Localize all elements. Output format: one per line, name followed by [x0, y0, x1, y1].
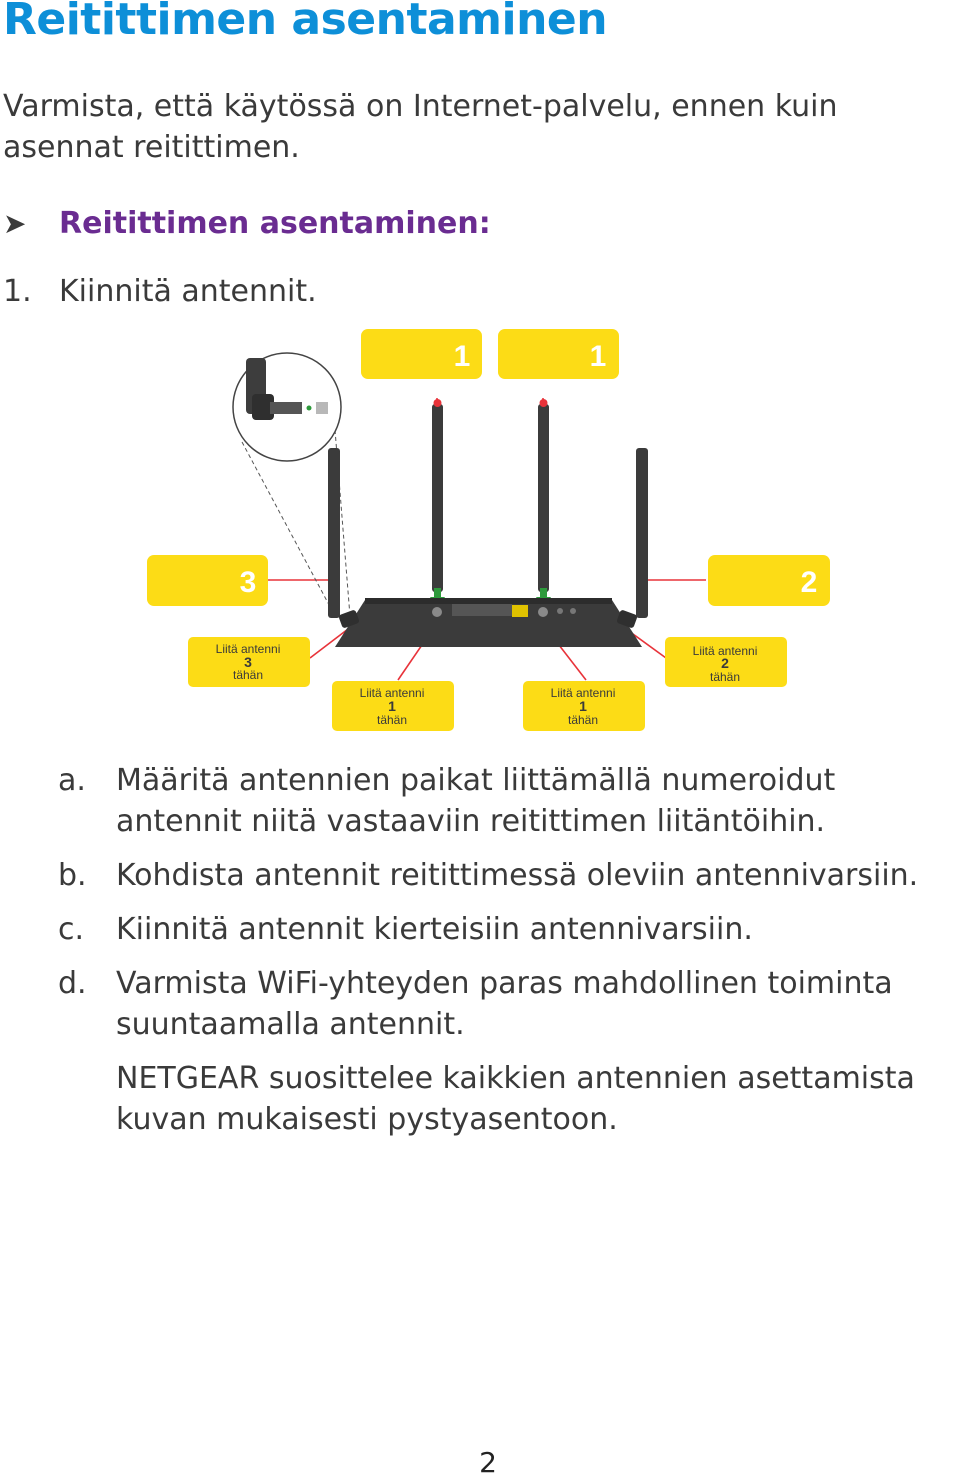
callout-left	[147, 555, 268, 606]
recommendation-note: NETGEAR suosittelee kaikkien antennien a…	[116, 1061, 915, 1137]
step-1-number: 1.	[3, 274, 32, 309]
callout-left-number: 3	[240, 566, 257, 599]
substep-text: Kohdista antennit reitittimessä oleviin …	[116, 858, 919, 893]
port1a-label-line2: tähän	[377, 713, 407, 727]
substep-marker: d.	[58, 966, 87, 1001]
port1b-label-line1: Liitä antenni	[551, 686, 616, 700]
leader-lines	[267, 398, 706, 681]
substep-list: a. Määritä antennien paikat liittämällä …	[58, 760, 960, 1140]
callout-top-right	[498, 329, 619, 379]
page-number: 2	[479, 1446, 497, 1479]
callout-top-left	[361, 329, 482, 379]
substep-marker: b.	[58, 858, 87, 893]
port1a-label-number: 1	[388, 698, 396, 714]
callout-right	[708, 555, 830, 606]
port2-label-line1: Liitä antenni	[693, 644, 758, 658]
step-1: 1. Kiinnitä antennit.	[3, 274, 317, 309]
port1b-label-line2: tähän	[568, 713, 598, 727]
procedure-heading: ➤ Reitittimen asentaminen:	[3, 206, 491, 241]
port-labels: Liitä antenni 3 tähän Liitä antenni 2 tä…	[188, 637, 787, 731]
procedure-heading-text: Reitittimen asentaminen:	[59, 206, 491, 241]
substep-marker: c.	[58, 912, 85, 947]
substep-a: a. Määritä antennien paikat liittämällä …	[58, 760, 960, 842]
antennas	[328, 399, 648, 618]
port3-label-line2: tähän	[233, 668, 263, 682]
port1b-label-number: 1	[579, 698, 587, 714]
substep-d: d. Varmista WiFi-yhteyden paras mahdolli…	[58, 963, 960, 1045]
arrow-right-icon: ➤	[3, 207, 27, 240]
substep-text: Kiinnitä antennit kierteisiin antennivar…	[116, 912, 753, 947]
port3-label-line1: Liitä antenni	[216, 642, 281, 656]
callout-right-number: 2	[801, 566, 818, 599]
port3-label-number: 3	[244, 654, 252, 670]
connector-zoom-icon	[232, 352, 351, 617]
callout-badges: 1 1 3 2	[147, 329, 830, 606]
substep-marker: a.	[58, 763, 86, 798]
substep-c: c. Kiinnitä antennit kierteisiin antenni…	[58, 909, 960, 950]
substep-text: Määritä antennien paikat liittämällä num…	[116, 763, 836, 839]
callout-top-right-number: 1	[590, 340, 607, 373]
router-antenna-diagram: 1 1 3 2 Liitä antenni 3 tähän Liitä ante…	[147, 329, 830, 731]
callout-top-left-number: 1	[454, 340, 471, 373]
port2-label-line2: tähän	[710, 670, 740, 684]
router-body	[335, 598, 642, 647]
port1a-label-line1: Liitä antenni	[360, 686, 425, 700]
port2-label-number: 2	[721, 655, 729, 671]
substep-b: b. Kohdista antennit reitittimessä olevi…	[58, 855, 960, 896]
intro-text: Varmista, että käytössä on Internet-palv…	[3, 89, 838, 165]
page-title: Reitittimen asentaminen	[3, 0, 608, 45]
substep-text: Varmista WiFi-yhteyden paras mahdollinen…	[116, 966, 893, 1042]
step-1-text: Kiinnitä antennit.	[59, 274, 317, 309]
